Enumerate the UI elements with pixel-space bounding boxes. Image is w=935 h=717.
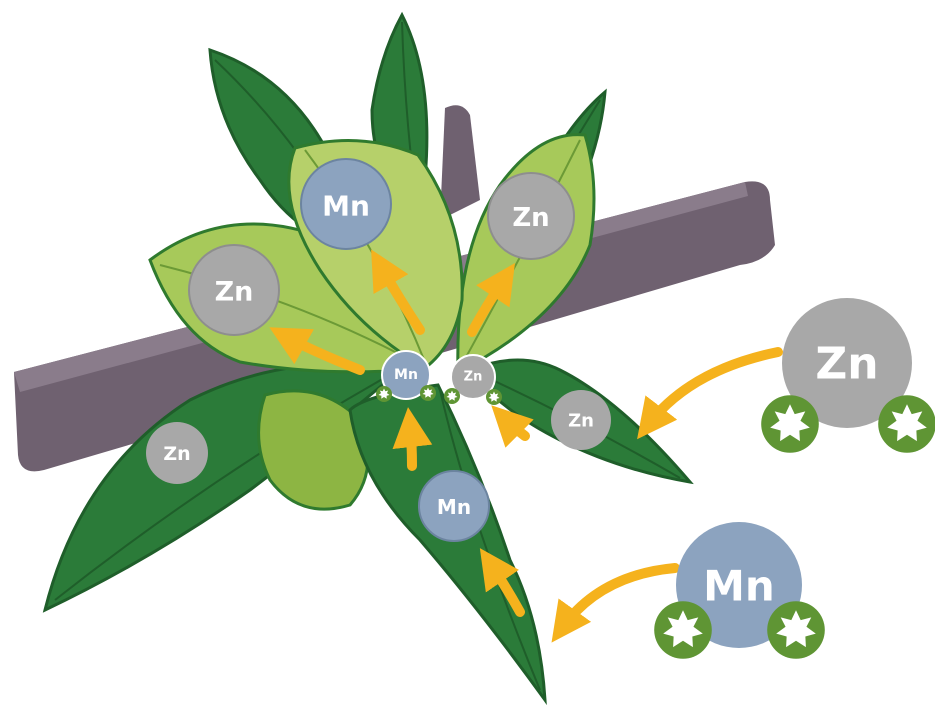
arrow-up-stem-upper [410, 425, 412, 466]
svg-text:Zn: Zn [464, 370, 483, 385]
svg-text:Zn: Zn [568, 411, 594, 432]
ion-zn-leaf-left: Zn [146, 422, 208, 484]
ion-mn-leaf-bottom: Mn [419, 471, 489, 541]
carrier-center-2 [420, 385, 436, 401]
svg-text:Mn: Mn [437, 495, 471, 519]
svg-text:Zn: Zn [512, 203, 549, 233]
svg-text:Mn: Mn [322, 190, 370, 223]
ion-zn-leaf-right: Zn [551, 390, 611, 450]
svg-text:Zn: Zn [815, 339, 878, 390]
carrier-center-3 [444, 388, 460, 404]
dark-leaves-front [350, 360, 690, 700]
ion-zn-petal-left: Zn [189, 245, 279, 335]
carrier-center-4 [486, 389, 502, 405]
arrow-zn-leaf-to-center [504, 418, 525, 436]
svg-text:Zn: Zn [163, 443, 190, 465]
svg-text:Zn: Zn [215, 277, 254, 308]
ion-zn-petal-right: Zn [488, 173, 574, 259]
ion-mn-petal: Mn [301, 159, 391, 249]
svg-text:Mn: Mn [394, 367, 418, 383]
arrow-zn-big-to-leaf [648, 352, 778, 425]
svg-text:Mn: Mn [703, 562, 775, 611]
carrier-center-1 [376, 386, 392, 402]
